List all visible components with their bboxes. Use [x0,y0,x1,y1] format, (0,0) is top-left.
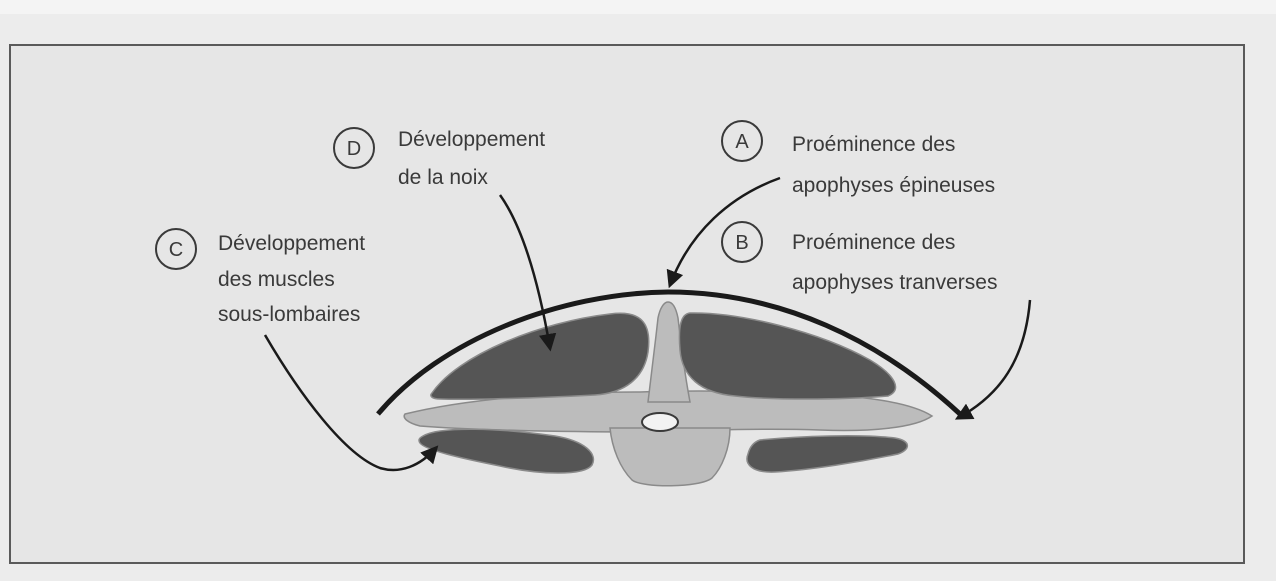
callout-d-line-1: Développement [398,128,545,151]
right-epaxial-muscle [679,313,895,399]
left-sublumbar-muscle [419,429,593,473]
arrow-b [958,300,1030,418]
callout-a-line-2: apophyses épineuses [792,174,995,197]
callout-b-line-2: apophyses tranverses [792,271,997,294]
callout-c-line-1: Développement [218,232,365,255]
callout-d-letter: D [347,138,361,160]
callout-b: B Proéminence des apophyses tranverses [722,222,997,294]
arrow-c [265,335,436,470]
callout-d: D Développement de la noix [334,128,545,189]
callout-a-line-1: Proéminence des [792,133,955,156]
vertebral-body [610,428,730,486]
right-sublumbar-muscle [747,436,907,472]
callout-c-line-2: des muscles [218,268,335,291]
callout-c-letter: C [169,239,183,261]
callout-d-line-2: de la noix [398,166,488,189]
callout-c: C Développement des muscles sous-lombair… [156,229,365,326]
callout-b-line-1: Proéminence des [792,231,955,254]
callout-b-letter: B [735,232,748,254]
callout-c-line-3: sous-lombaires [218,303,360,326]
callout-a-letter: A [735,131,749,153]
vertebral-canal [642,413,678,431]
left-epaxial-muscle [431,313,649,399]
